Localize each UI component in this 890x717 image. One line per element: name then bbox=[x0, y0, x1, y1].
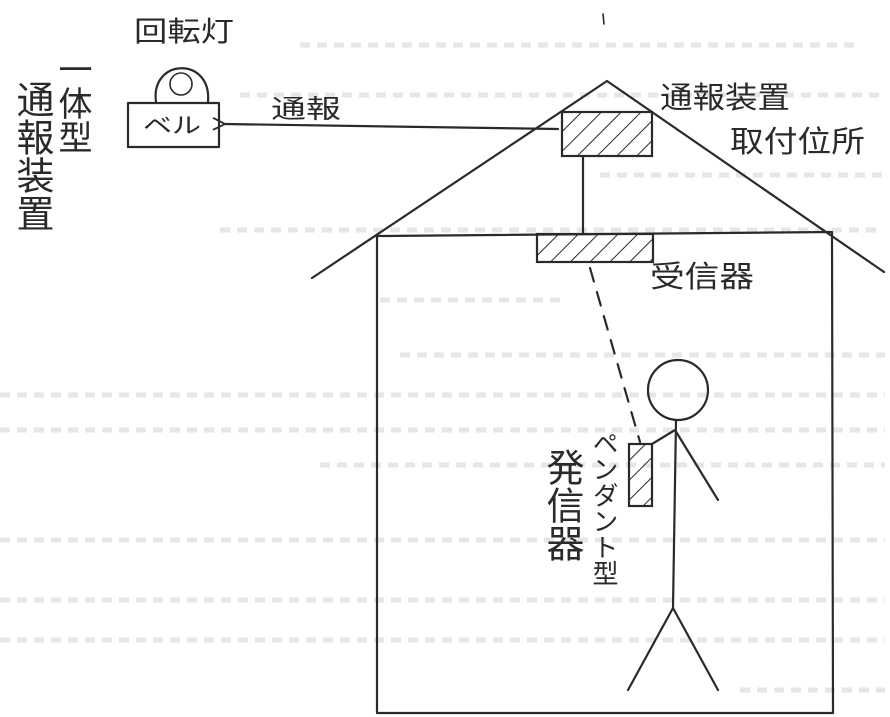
integrated-type-label: 一体型 bbox=[52, 52, 92, 154]
bleed-through-background bbox=[0, 42, 885, 693]
report-label: 通報 bbox=[271, 95, 341, 125]
receiver-box bbox=[535, 232, 655, 264]
wireless-link-dashed bbox=[588, 266, 642, 444]
receiver-label: 受信器 bbox=[650, 260, 754, 295]
bell-box bbox=[126, 101, 221, 149]
notification-device-vertical-label: 通報装置 bbox=[10, 80, 54, 232]
rotating-lamp-icon bbox=[154, 67, 210, 104]
bell-label: ベル bbox=[143, 114, 201, 139]
report-arrow bbox=[224, 124, 560, 129]
device-location-label-line1: 通報装置 bbox=[660, 81, 790, 116]
figure-body bbox=[626, 418, 720, 692]
house-roof bbox=[310, 79, 886, 280]
ink-mark bbox=[602, 13, 605, 25]
device-location-label-line2: 取付位所 bbox=[730, 125, 865, 160]
stick-figure bbox=[626, 358, 720, 692]
pendant-type-label: ペンダント型 bbox=[588, 430, 618, 586]
integrated-alarm-unit bbox=[126, 67, 221, 149]
pendant-transmitter bbox=[627, 442, 654, 508]
transmitter-label: 発信器 bbox=[540, 448, 584, 562]
figure-head bbox=[646, 358, 710, 422]
notification-device-box bbox=[560, 110, 654, 158]
rotating-lamp-bulb-icon bbox=[169, 72, 193, 96]
rotating-lamp-label: 回転灯 bbox=[134, 15, 234, 48]
